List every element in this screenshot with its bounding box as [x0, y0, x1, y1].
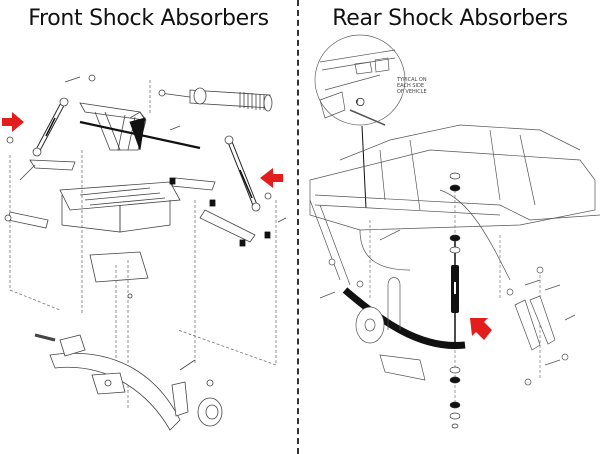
callout-note-line1: TYPICAL ON	[396, 77, 427, 83]
front-panel-title: Front Shock Absorbers	[28, 6, 269, 31]
panel-divider	[297, 0, 299, 454]
left-lower-arm	[29, 159, 76, 171]
callout-note-line2: EACH SIDE	[397, 83, 424, 89]
rear-frame-body	[309, 124, 600, 286]
rear-panel-title: Rear Shock Absorbers	[332, 6, 568, 31]
front-link	[7, 211, 49, 229]
center-plate	[89, 251, 149, 283]
rear-axle-hub	[355, 277, 426, 381]
steering-rack	[158, 87, 273, 112]
front-mounting-tray	[59, 181, 181, 233]
front-shock-panel: Front Shock Absorbers	[0, 0, 297, 454]
front-axle-beam	[34, 333, 181, 431]
callout-magnifier	[314, 34, 406, 209]
callout-note: TYPICAL ON EACH SIDE OF VEHICLE	[396, 77, 427, 95]
callout-note-line3: OF VEHICLE	[397, 89, 427, 95]
rear-shock-arrow	[470, 318, 492, 340]
right-shock-arrow	[260, 168, 283, 188]
rear-suspension-exploded-view: TYPICAL ON EACH SIDE OF VEHICLE	[309, 34, 600, 429]
front-spindle-hub	[171, 359, 223, 427]
rear-shackles	[506, 266, 576, 386]
rear-shock-mounts	[449, 172, 461, 429]
right-lower-arm	[171, 177, 216, 191]
left-shock-arrow	[2, 112, 24, 132]
right-front-shock	[224, 135, 261, 212]
rear-leaf-spring	[342, 287, 466, 350]
left-front-shock	[32, 97, 69, 157]
rear-shock-panel: Rear Shock Absorbers	[300, 0, 600, 454]
rear-shock-absorber	[451, 240, 459, 345]
tie-rod	[79, 120, 201, 150]
front-suspension-exploded-view	[2, 74, 287, 431]
